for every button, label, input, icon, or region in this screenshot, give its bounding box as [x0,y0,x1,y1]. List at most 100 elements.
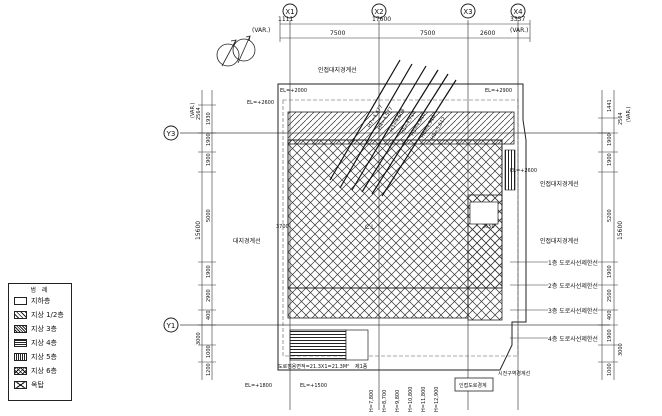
legend-label: 지상 6층 [31,367,57,375]
elevation-markers: EL=+2000 EL=+2600 EL=+2900 EL=+2600 EL=+… [245,88,537,389]
right-setback-label: 인접대지경계선 [540,237,579,245]
svg-text:Y1: Y1 [166,322,176,330]
svg-text:1900: 1900 [206,265,212,278]
legend-item-floor-1-2: 지상 1/2층 [14,310,70,320]
var-label-top-right: (VAR.) [510,27,528,34]
svg-text:EL=+1500: EL=+1500 [300,383,327,389]
site-boundary [277,83,527,371]
right-dimension-chain [598,90,618,380]
svg-text:1200: 1200 [206,363,212,376]
setback-line-4: 4층 도로사선제한선 [548,335,598,343]
legend-label: 지상 1/2층 [31,311,64,319]
var-label-right: (VAR.) [626,107,632,122]
legend-label: 지하층 [31,297,51,305]
setback-line-2: 2층 도로사선제한선 [548,282,598,290]
svg-text:H=10,800: H=10,800 [408,387,414,412]
svg-text:EL=+2000: EL=+2000 [280,88,307,94]
svg-text:H=12,900: H=12,900 [434,387,440,412]
grid-row-y1: Y1 [163,317,179,333]
legend-swatch-blank [14,297,27,305]
grid-column-x2: X2 [371,3,387,19]
svg-text:1900: 1900 [607,133,613,146]
svg-text:Y3: Y3 [166,130,176,138]
building-entrance-slab [345,329,369,361]
svg-text:X4: X4 [513,8,523,16]
svg-text:H=9,800: H=9,800 [395,390,401,412]
top-dim-span-2: 7500 [420,30,435,37]
top-dim-span-1: 7500 [330,30,345,37]
svg-text:H=11,800: H=11,800 [421,387,427,412]
legend-label: 지상 5층 [31,353,57,361]
svg-text:1900: 1900 [206,133,212,146]
svg-text:1900: 1900 [607,265,613,278]
setback-line-3: 3층 도로사선제한선 [548,307,598,315]
building-vertical-strip [504,149,516,191]
legend-item-basement: 지하층 [14,296,70,306]
svg-text:X2: X2 [374,8,383,16]
svg-text:EL=+2600: EL=+2600 [510,168,537,174]
svg-text:15600: 15600 [195,221,202,240]
grid-row-y3: Y3 [163,125,179,141]
bottom-height-labels: H=7,800 H=8,700 H=9,800 H=10,800 H=11,80… [369,387,440,412]
setback-lines [510,261,548,339]
bottom-right-box-label: 인접도로경계 [459,382,487,389]
legend-item-floor-3: 지상 3층 [14,324,70,334]
svg-text:1000: 1000 [206,345,212,358]
var-label-top-left: (VAR.) [252,27,270,34]
north-arrow-icon [216,35,256,67]
svg-text:1900: 1900 [206,153,212,166]
legend-item-floor-5: 지상 5층 [14,352,70,362]
svg-text:3000: 3000 [618,343,624,356]
svg-text:1441: 1441 [607,99,613,112]
top-dim-span-3: 2600 [480,30,495,37]
legend-swatch-hlines [14,339,27,347]
svg-text:1000: 1000 [607,363,613,376]
legend-label: 지상 3층 [31,325,57,333]
svg-text:EL=+1800: EL=+1800 [245,383,272,389]
left-boundary-label: 대지경계선 [233,237,261,245]
svg-text:2564: 2564 [196,107,202,120]
svg-text:400: 400 [607,310,613,320]
legend-swatch-hatch-dense [14,325,27,333]
dim-2650-label: 2650 [482,224,495,230]
svg-text:3000: 3000 [196,332,202,345]
grid-column-x1: X1 [282,3,298,19]
svg-text:1900: 1900 [607,329,613,342]
svg-text:2900: 2900 [206,289,212,302]
setback-line-1: 1층 도로사선제한선 [548,259,598,267]
svg-text:1900: 1900 [607,153,613,166]
svg-text:5200: 5200 [607,209,613,222]
svg-text:EL=+2900: EL=+2900 [485,88,512,94]
legend-swatch-vlines [14,353,27,361]
top-dim-overall: 17600 [372,16,391,23]
building-upper-roof [287,111,515,145]
svg-text:X3: X3 [463,8,472,16]
svg-text:15600: 15600 [617,221,624,240]
left-dimension-values: 2564 1930 1900 1900 15600 5000 1900 2900… [195,107,212,376]
grid-column-x3: X3 [460,3,476,19]
building-lower-band [287,287,469,319]
legend-item-floor-4: 지상 4층 [14,338,70,348]
legend-item-rooftop: 옥탑 [14,380,70,390]
svg-text:H=7,800: H=7,800 [369,390,375,412]
right-boundary-label: 인접대지경계선 [540,180,579,188]
legend-swatch-xbox [14,381,27,389]
left-dimension-chain [198,90,216,380]
legend-title: 범 례 [30,287,50,294]
building-main-mass [287,139,503,289]
svg-text:1930: 1930 [206,112,212,125]
slope-lines [329,59,457,197]
legend-label: 옥탑 [31,381,44,389]
grid-column-x4: X4 [510,3,526,19]
svg-text:X1: X1 [285,8,294,16]
top-dimension-chain [279,20,531,42]
legend-swatch-hatch [14,311,27,319]
svg-text:EL=+2600: EL=+2600 [247,100,274,106]
legend-swatch-cross [14,367,27,375]
bottom-right-label: 시전구역경계선 [498,370,531,377]
center-line-label: C.L [365,224,375,231]
top-dim-left-end: 1111 [278,16,293,23]
top-dim-right-end: 3357 [510,16,525,23]
var-label-left: (VAR.) [190,103,196,118]
